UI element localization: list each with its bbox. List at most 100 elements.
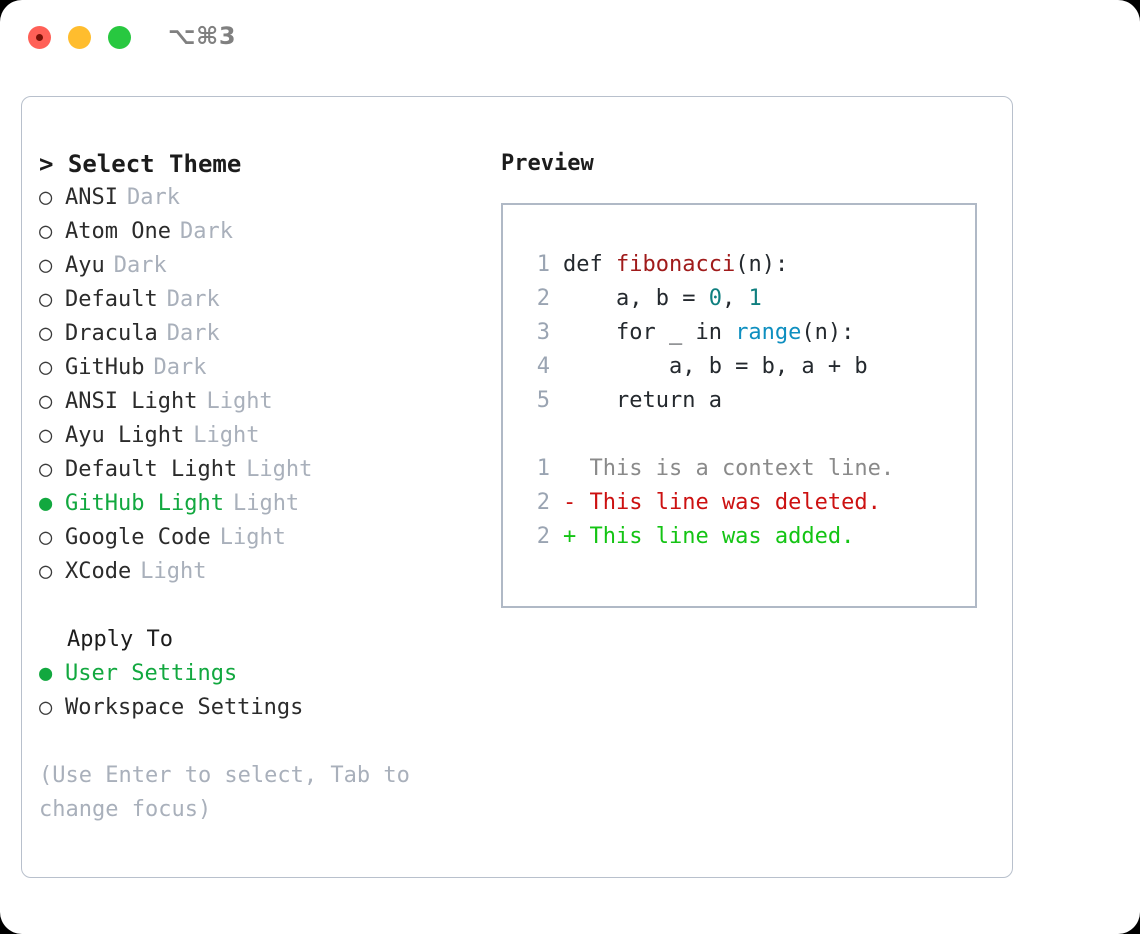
code-token-plain: ,	[721, 286, 749, 311]
radio-unselected-icon: ○	[39, 525, 53, 550]
diff-line-ctx: 1 This is a context line.	[503, 452, 975, 486]
preview-title: Preview	[501, 151, 594, 176]
theme-option-variant: Dark	[126, 185, 180, 210]
title-bar: ⌥⌘3	[0, 0, 1140, 78]
line-number: 4	[536, 354, 550, 379]
radio-unselected-icon: ○	[39, 185, 53, 210]
code-token-call: range	[735, 320, 802, 345]
theme-option-variant: Light	[232, 491, 300, 516]
code-line-content: def fibonacci(n):	[563, 248, 788, 282]
radio-selected-icon: ●	[39, 491, 53, 516]
theme-option-variant: Light	[193, 423, 260, 448]
diff-line-content: - This line was deleted.	[563, 490, 881, 515]
minimize-button[interactable]	[68, 26, 91, 49]
zoom-button[interactable]	[108, 26, 131, 49]
theme-option-variant: Dark	[166, 321, 220, 346]
code-token-plain: (n):	[735, 252, 789, 277]
code-line-content: a, b = 0, 1	[563, 282, 762, 316]
theme-option-github-light[interactable]: ● GitHub Light Light	[39, 487, 499, 521]
theme-option-ansi-light[interactable]: ○ ANSI Light Light	[39, 385, 499, 419]
radio-unselected-icon: ○	[39, 559, 53, 584]
code-line: 5 return a	[503, 384, 975, 418]
theme-option-label: GitHub	[65, 355, 145, 380]
keyboard-shortcut-label: ⌥⌘3	[168, 22, 237, 50]
theme-option-label: Dracula	[65, 321, 158, 346]
theme-option-variant: Dark	[166, 287, 220, 312]
preview-spacer	[503, 418, 975, 452]
radio-unselected-icon: ○	[39, 389, 53, 414]
line-number: 1	[536, 456, 550, 481]
theme-option-variant: Dark	[113, 253, 167, 278]
theme-option-label: XCode	[65, 559, 132, 584]
code-line: 3 for _ in range(n):	[503, 316, 975, 350]
theme-option-label: Atom One	[65, 219, 171, 244]
line-number: 2	[536, 524, 550, 549]
theme-option-label: ANSI	[65, 185, 118, 210]
keyboard-hint-text: (Use Enter to select, Tab to change focu…	[39, 763, 410, 822]
code-token-plain: def	[563, 252, 616, 277]
code-line-content: a, b = b, a + b	[563, 350, 868, 384]
radio-unselected-icon: ○	[39, 287, 53, 312]
code-token-plain: a, b =	[563, 286, 709, 311]
theme-option-atom-one[interactable]: ○ Atom One Dark	[39, 215, 499, 249]
code-line: 4 a, b = b, a + b	[503, 350, 975, 384]
radio-unselected-icon: ○	[39, 321, 53, 346]
radio-unselected-icon: ○	[39, 423, 53, 448]
theme-option-xcode[interactable]: ○ XCode Light	[39, 555, 499, 589]
code-line: 1 def fibonacci(n):	[503, 248, 975, 282]
theme-option-variant: Dark	[179, 219, 233, 244]
theme-option-label: GitHub Light	[65, 491, 224, 516]
apply-to-title: Apply To	[67, 627, 173, 652]
apply-to-option-list: ● User Settings ○ Workspace Settings	[39, 657, 499, 725]
apply-to-option-label: Workspace Settings	[65, 695, 304, 720]
diff-line-del: 2 - This line was deleted.	[503, 486, 975, 520]
code-token-num: 1	[748, 286, 762, 311]
theme-option-label: Ayu	[65, 253, 105, 278]
close-button[interactable]	[28, 26, 51, 49]
code-line-content: for _ in range(n):	[563, 316, 854, 350]
theme-option-variant: Dark	[153, 355, 207, 380]
theme-option-variant: Light	[140, 559, 207, 584]
traffic-light-buttons	[28, 26, 131, 49]
line-number: 5	[536, 388, 550, 413]
code-line-content: return a	[563, 384, 722, 418]
code-token-plain: (n):	[801, 320, 855, 345]
diff-line-content: This is a context line.	[563, 456, 895, 481]
theme-option-label: Default Light	[65, 457, 238, 482]
line-number: 3	[536, 320, 550, 345]
apply-to-option-label: User Settings	[65, 661, 238, 686]
radio-unselected-icon: ○	[39, 355, 53, 380]
radio-unselected-icon: ○	[39, 219, 53, 244]
code-line: 2 a, b = 0, 1	[503, 282, 975, 316]
theme-option-github[interactable]: ○ GitHub Dark	[39, 351, 499, 385]
theme-option-label: ANSI Light	[65, 389, 198, 414]
theme-option-variant: Light	[206, 389, 273, 414]
code-token-plain: for _ in	[563, 320, 736, 345]
diff-line-content: + This line was added.	[563, 524, 855, 549]
select-theme-header: > Select Theme	[39, 150, 242, 178]
apply-to-section: Apply To ● User Settings ○ Workspace Settin…	[39, 623, 499, 725]
radio-selected-icon: ●	[39, 661, 53, 686]
theme-option-ansi[interactable]: ○ ANSI Dark	[39, 181, 499, 215]
line-number: 2	[536, 490, 550, 515]
radio-unselected-icon: ○	[39, 457, 53, 482]
apply-to-option-workspace-settings[interactable]: ○ Workspace Settings	[39, 691, 499, 725]
radio-unselected-icon: ○	[39, 695, 53, 720]
theme-option-dracula[interactable]: ○ Dracula Dark	[39, 317, 499, 351]
code-token-plain: return a	[563, 388, 722, 413]
code-token-num: 0	[708, 286, 722, 311]
theme-option-label: Ayu Light	[65, 423, 185, 448]
apply-to-option-user-settings[interactable]: ● User Settings	[39, 657, 499, 691]
line-number: 1	[536, 252, 550, 277]
theme-option-ayu-light[interactable]: ○ Ayu Light Light	[39, 419, 499, 453]
